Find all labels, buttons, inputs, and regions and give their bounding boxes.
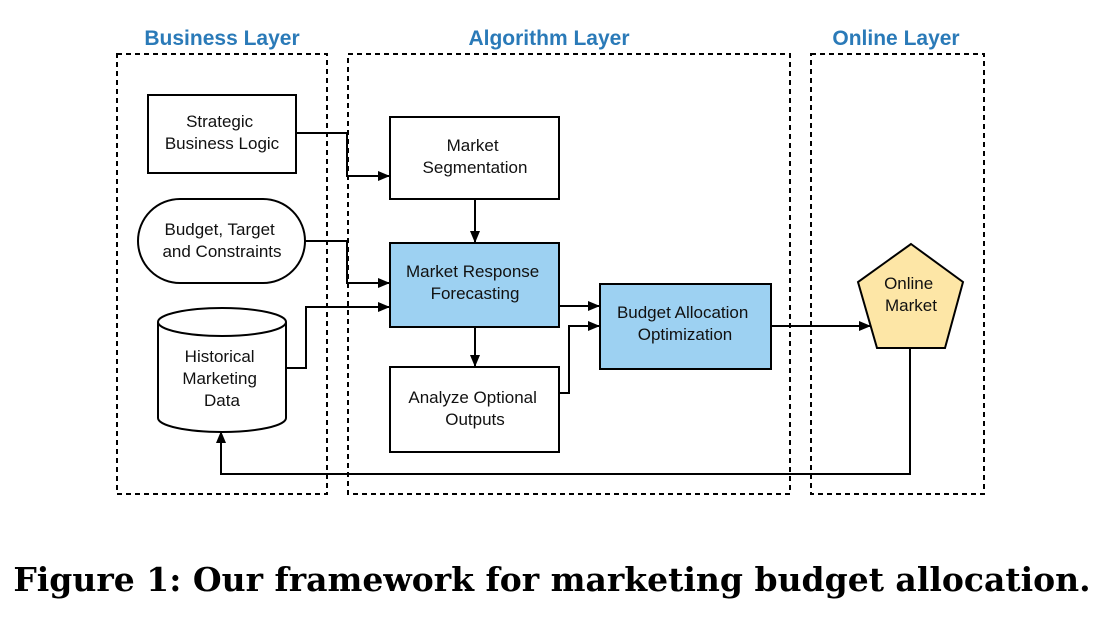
business-layer-box	[116, 53, 328, 495]
historical-marketing-data-node	[157, 307, 287, 433]
budget-target-constraints-label: Budget, Target and Constraints	[162, 220, 281, 261]
framework-diagram: Business Layer Algorithm Layer Online La…	[116, 27, 985, 495]
budget-target-constraints-node	[137, 198, 306, 284]
online-layer-title: Online Layer	[832, 27, 959, 50]
budget-allocation-optimization-label: Budget Allocation Optimization	[617, 303, 753, 344]
figure-caption: Figure 1: Our framework for marketing bu…	[13, 560, 1091, 599]
analyze-optional-outputs-label: Analyze Optional Outputs	[408, 388, 541, 429]
historical-marketing-data-label: Historical Marketing Data	[182, 347, 261, 410]
algorithm-layer-title: Algorithm Layer	[468, 27, 629, 50]
market-segmentation-label: Market Segmentation	[423, 136, 528, 177]
analyze-optional-outputs-node	[389, 366, 560, 453]
online-market-node	[856, 242, 965, 349]
market-response-forecasting-label: Market Response Forecasting	[406, 262, 544, 303]
strategic-business-logic-node	[147, 94, 297, 174]
edge-budget-to-forecasting	[305, 240, 390, 288]
strategic-business-logic-label: Strategic Business Logic	[165, 112, 280, 153]
business-layer-title: Business Layer	[144, 27, 299, 50]
edge-online-market-feedback	[216, 348, 911, 475]
market-segmentation-node	[389, 116, 560, 200]
edge-strategic-to-segmentation	[296, 132, 390, 181]
budget-allocation-optimization-node	[599, 283, 772, 370]
online-market-label: Online Market	[884, 274, 938, 315]
market-response-forecasting-node	[389, 242, 560, 328]
edge-historical-to-forecasting	[286, 302, 390, 369]
edge-analyze-to-optimization	[559, 321, 600, 394]
